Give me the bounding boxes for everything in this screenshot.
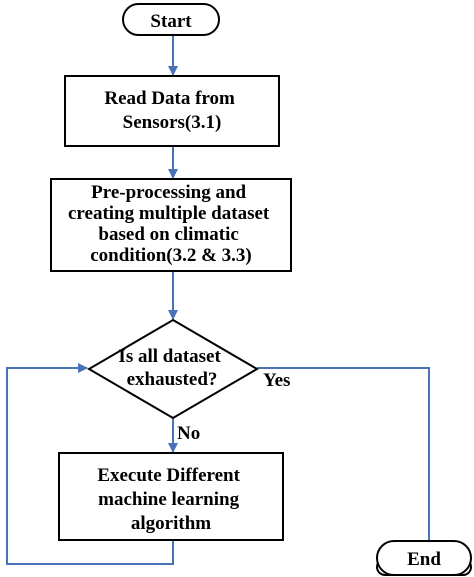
execute-line-3: algorithm (131, 513, 211, 534)
read-data-node: Read Data from Sensors(3.1) (64, 75, 280, 147)
start-label: Start (150, 11, 192, 32)
svg-text:Is all dataset exhausted: Is all dataset exhausted? (118, 346, 225, 390)
end-node: End (376, 540, 472, 576)
execute-node: Execute Different machine learning algor… (58, 452, 284, 541)
preprocess-line-2: creating multiple dataset (68, 203, 270, 224)
decision-line-2: exhausted? (127, 369, 218, 390)
preprocess-line-3: based on climatic (98, 224, 238, 245)
read-data-line-1: Read Data from (104, 88, 235, 109)
arrow-execute-loop-back (6, 363, 174, 565)
no-label: No (177, 423, 200, 444)
execute-line-2: machine learning (98, 489, 239, 510)
preprocess-node: Pre-processing and creating multiple dat… (50, 178, 292, 272)
preprocess-line-1: Pre-processing and (91, 182, 246, 203)
svg-text:Read Data from Sensors(3: Read Data from Sensors(3.1) (104, 88, 239, 133)
svg-text:Pre-processing and creat: Pre-processing and creating multiple dat… (68, 182, 274, 266)
preprocess-line-4: condition(3.2 & 3.3) (90, 245, 252, 266)
svg-text:Execute Different machin: Execute Different machine learning algor… (97, 465, 244, 534)
connectors (6, 35, 434, 565)
arrow-decision-yes-to-end (257, 367, 434, 559)
read-data-line-2: Sensors(3.1) (123, 112, 222, 133)
decision-node: Is all dataset exhausted? (87, 318, 259, 420)
decision-line-1: Is all dataset (118, 346, 221, 367)
start-node: Start (122, 3, 220, 36)
end-label: End (407, 549, 441, 570)
yes-label: Yes (263, 370, 290, 391)
execute-line-1: Execute Different (97, 465, 240, 486)
